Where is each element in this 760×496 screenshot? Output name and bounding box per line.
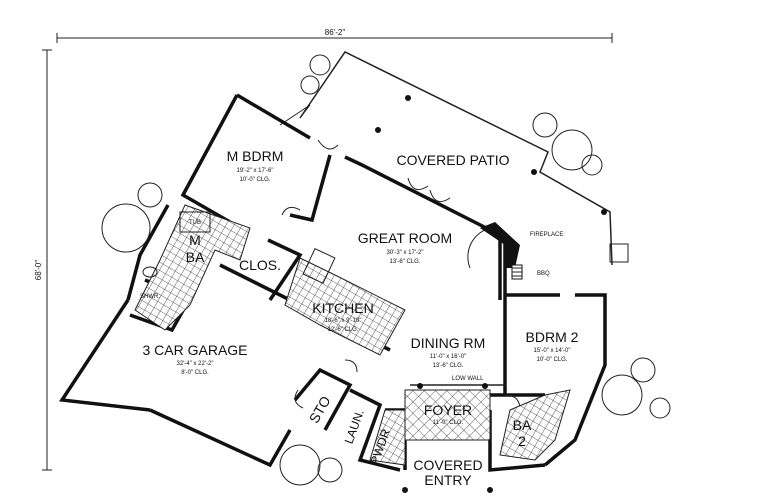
covered-entry-label-1: COVERED	[413, 457, 482, 473]
tub	[179, 211, 211, 233]
fireplace-label: FIREPLACE	[530, 232, 563, 238]
landscape-trees	[101, 54, 671, 486]
m-bdrm-label: M BDRM	[227, 148, 284, 164]
covered-patio-outline	[279, 51, 629, 266]
bdrm2-size: 15'-0" x 14'-0"	[534, 348, 571, 354]
great-room-ceiling: 13'-6" CLG.	[390, 259, 421, 265]
m-bdrm-size: 19'-2" x 17'-6"	[237, 168, 274, 174]
entry-posts	[402, 383, 493, 493]
covered-patio-label: COVERED PATIO	[396, 152, 509, 168]
fireplace	[480, 222, 523, 280]
kitchen-size: 18'-6" x 9'-10"	[325, 318, 362, 324]
closet-shelf	[302, 247, 336, 285]
pwdr-tile	[369, 409, 406, 466]
great-room-size: 30'-3" x 17'-2"	[387, 250, 424, 256]
bdrm2-label: BDRM 2	[526, 329, 579, 345]
kitchen-ceiling: 12'-6" CLG.	[328, 327, 359, 333]
foyer-ceiling: 11'-0" CLG.	[433, 420, 464, 426]
foyer-label: FOYER	[424, 402, 472, 418]
bdrm2-ceiling: 10'-0" CLG.	[537, 357, 568, 363]
kitchen-label: KITCHEN	[312, 300, 373, 316]
toilet	[142, 266, 158, 278]
ba2-label-1: BA	[513, 417, 532, 433]
room-labels: M BDRM 19'-2" x 17'-6" 10'-0" CLG. COVER…	[142, 148, 578, 488]
ba2-label-2: 2	[518, 433, 526, 449]
m-bdrm-ceiling: 10'-0" CLG.	[240, 177, 271, 183]
dining-size: 11'-0" x 16'-0"	[430, 354, 466, 360]
dining-ceiling: 13'-6" CLG.	[433, 363, 464, 369]
m-ba-label-2: BA	[186, 249, 205, 265]
walls	[58, 93, 607, 472]
great-room-label: GREAT ROOM	[358, 230, 452, 246]
clos-label: CLOS.	[239, 257, 281, 273]
tub-label: TUB	[189, 220, 201, 226]
ba2-tile	[499, 389, 571, 461]
garage-ceiling: 8'-0" CLG.	[181, 370, 209, 376]
width-dimension: 86'-2"	[56, 28, 613, 43]
laun-label: LAUN.	[342, 408, 367, 446]
low-wall-label: LOW WALL	[452, 376, 484, 382]
depth-label: 68'-0"	[34, 260, 43, 281]
depth-dimension: 68'-0"	[34, 49, 52, 471]
dining-label: DINING RM	[411, 335, 486, 351]
garage-size: 32'-4" x 22'-2"	[177, 361, 214, 367]
garage-label: 3 CAR GARAGE	[142, 342, 247, 358]
annotations: TUB SHWR. FIREPLACE BBQ LOW WALL	[140, 220, 563, 382]
shwr-label: SHWR.	[140, 294, 160, 300]
covered-entry-label-2: ENTRY	[424, 472, 472, 488]
kitchen-tile	[284, 257, 406, 356]
m-ba-label-1: M	[189, 232, 201, 248]
bbq-label: BBQ	[537, 271, 550, 277]
width-label: 86'-2"	[325, 28, 346, 37]
